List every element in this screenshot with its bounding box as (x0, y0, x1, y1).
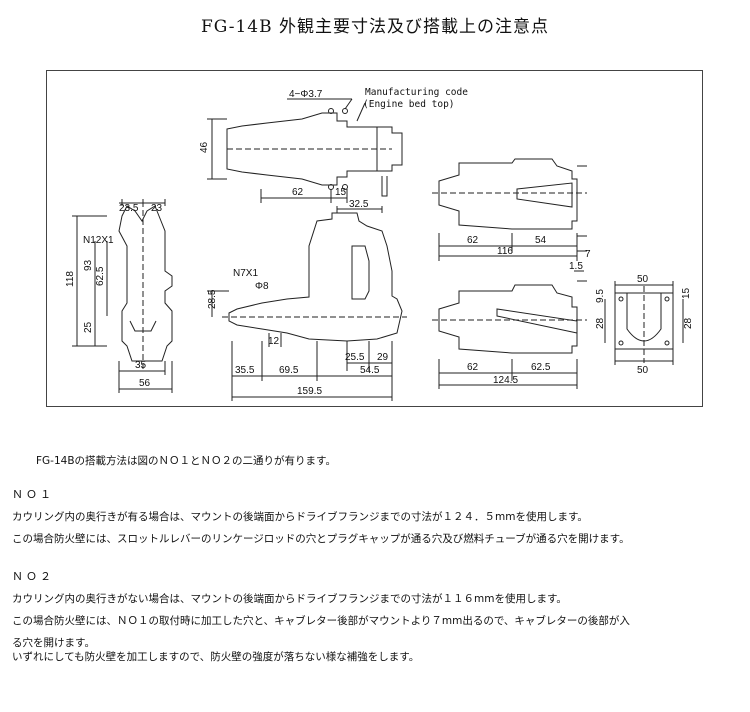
no2-dim-124-5: 124.5 (493, 375, 518, 386)
no1-line2: この場合防火壁には、スロットルレバーのリンケージロッドの穴とプラグキャップが通る… (12, 533, 630, 545)
front-thread-label: N12X1 (83, 235, 114, 246)
top-holes-label: 4−Φ3.7 (289, 89, 323, 100)
side-dim-35-5: 35.5 (235, 365, 255, 376)
no1-dim-7: 7 (585, 249, 591, 260)
flange-dim-28-right: 28 (683, 317, 694, 329)
no1-heading: ＮＯ１ (12, 488, 54, 501)
mount-no1-view (432, 158, 587, 261)
no2-line2: この場合防火壁には、ＮＯ１の取付時に加工した穴と、キャブレター後部がマウントより… (12, 615, 630, 627)
mount-no2-view (432, 270, 587, 389)
no1-dim-54: 54 (535, 235, 547, 246)
side-view-engine (207, 206, 407, 401)
top-dim-62: 62 (292, 187, 304, 198)
side-dim-29: 29 (377, 352, 389, 363)
manufacturing-code-label: Manufacturing code (365, 87, 468, 98)
side-dim-12: 12 (268, 336, 280, 347)
no1-dim-62: 62 (467, 235, 479, 246)
section-no2: ＮＯ２ カウリング内の奥行きがない場合は、マウントの後端面からドライブフランジま… (12, 566, 742, 654)
no2-dim-62-5: 62.5 (531, 362, 551, 373)
flange-dim-15: 15 (681, 287, 692, 299)
section-no1: ＮＯ１ カウリング内の奥行きが有る場合は、マウントの後端面からドライブフランジま… (12, 484, 742, 550)
side-dim-25-5: 25.5 (345, 352, 365, 363)
side-dim-32-5: 32.5 (349, 199, 369, 210)
front-dim-35: 35 (135, 360, 147, 371)
no2-line3: る穴を開けます。 (12, 637, 95, 649)
no2-line1: カウリング内の奥行きがない場合は、マウントの後端面からドライブフランジまでの寸法… (12, 593, 567, 605)
front-dim-25: 25 (83, 321, 94, 333)
flange-dim-9-5: 9.5 (595, 289, 606, 303)
no1-dim-116: 116 (497, 246, 513, 257)
front-dim-23: 23 (151, 203, 163, 214)
side-dim-28-5: 28.5 (207, 289, 218, 309)
front-view-engine (72, 199, 173, 393)
closing-text: いずれにしても防火壁を加工しますので、防火壁の強度が落ちない様な補強をします。 (12, 651, 420, 663)
engine-bed-top-label: (Engine bed top) (363, 99, 455, 110)
intro-text: FG-14Bの搭載方法は図のＮＯ１とＮＯ２の二通りが有ります。 (36, 455, 336, 467)
side-dim-54-5: 54.5 (360, 365, 380, 376)
top-dim-15: 15 (335, 187, 347, 198)
top-view-engine (207, 98, 403, 203)
dimension-drawing: 4−Φ3.7 Manufacturing code (Engine bed to… (46, 70, 703, 407)
flange-dim-28-left: 28 (595, 317, 606, 329)
side-dim-159-5: 159.5 (297, 386, 322, 397)
front-dim-62-5: 62.5 (95, 266, 106, 286)
front-dim-23-5: 23.5 (119, 203, 139, 214)
side-dia-8: Φ8 (255, 281, 269, 292)
front-dim-56: 56 (139, 378, 151, 389)
no2-heading: ＮＯ２ (12, 570, 54, 583)
no2-dim-1-5: 1.5 (569, 261, 583, 272)
flange-plate-view (604, 281, 684, 365)
front-dim-118: 118 (65, 271, 76, 287)
side-thread-label: N7X1 (233, 268, 258, 279)
flange-dim-50-top: 50 (637, 274, 649, 285)
no1-line1: カウリング内の奥行きが有る場合は、マウントの後端面からドライブフランジまでの寸法… (12, 511, 588, 523)
side-dim-69-5: 69.5 (279, 365, 299, 376)
flange-dim-50-bottom: 50 (637, 365, 649, 376)
no2-dim-62: 62 (467, 362, 479, 373)
drawing-canvas: 4−Φ3.7 Manufacturing code (Engine bed to… (65, 87, 694, 401)
page-title: FG-14B 外観主要寸法及び搭載上の注意点 (201, 17, 549, 37)
top-dim-46: 46 (199, 141, 210, 153)
front-dim-93: 93 (83, 259, 94, 271)
